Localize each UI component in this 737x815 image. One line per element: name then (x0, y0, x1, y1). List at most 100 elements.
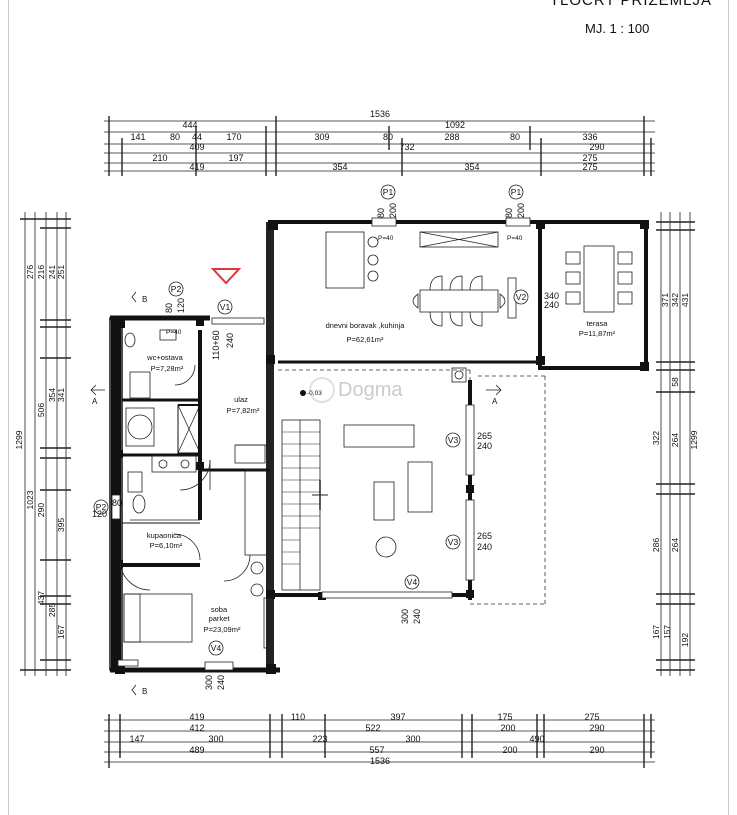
sill-label: P=40 (507, 235, 523, 242)
dim-top: 170 (226, 132, 241, 142)
sofa (343, 424, 415, 448)
bed (123, 593, 193, 643)
dim-bottom: 275 (584, 712, 599, 722)
dim-bottom: 397 (390, 712, 405, 722)
level-label: -0,03 (307, 390, 322, 397)
dim-bottom-total: 1536 (370, 756, 390, 766)
dim-right: 264 (670, 538, 680, 552)
sill-labels: P=40 P=40 P=40 (166, 235, 523, 336)
dim-right: 286 (651, 538, 661, 552)
dim-left: 354 (47, 388, 57, 402)
room-labels: dnevni boravak ,kuhinja P=62,61m² terasa… (146, 319, 615, 634)
dim-bottom: 300 (208, 734, 223, 744)
opening-tag: V3 (448, 537, 459, 547)
dim-top: 309 (314, 132, 329, 142)
opening-width: 340 (544, 291, 559, 301)
door-swings (119, 364, 251, 591)
opening-height: 120 (176, 298, 186, 313)
opening-width: 80 (112, 498, 122, 508)
room-area: P=6,10m² (150, 541, 183, 550)
sill-label: P=40 (378, 235, 394, 242)
opening-tag: V2 (516, 292, 527, 302)
dim-top-total: 1536 (370, 109, 390, 119)
dim-right: 264 (670, 433, 680, 447)
section-label: A (492, 397, 498, 406)
double-sink (151, 455, 197, 473)
level-mark: -0,03 (300, 390, 322, 397)
dim-top: 197 (228, 153, 243, 163)
opening-height: 200 (388, 203, 398, 218)
dim-left: 437 (36, 591, 46, 605)
dim-top: 275 (582, 153, 597, 163)
room-area: P=7,28m² (151, 364, 184, 373)
dim-top: 354 (464, 162, 479, 172)
room-subtitle: parket (209, 614, 231, 623)
dim-bottom: 223 (312, 734, 327, 744)
dim-bottom: 110 (291, 712, 305, 722)
watermark-text: Dogma (338, 379, 403, 401)
staircase (234, 419, 328, 591)
dim-right-total: 1299 (689, 430, 699, 449)
opening-tag: V3 (448, 435, 459, 445)
dim-right: 157 (662, 625, 672, 639)
dim-top: 732 (399, 142, 414, 152)
room-name: soba (211, 605, 228, 614)
top-dimension-chains (104, 116, 655, 176)
right-dimension-chains (656, 212, 695, 676)
dim-bottom: 290 (589, 745, 604, 755)
room-area: P=62,61m² (347, 335, 384, 344)
dim-top: 409 (189, 142, 204, 152)
opening-width: 300 (400, 609, 410, 624)
opening-height: 120 (92, 509, 107, 519)
opening-height: 240 (477, 441, 492, 451)
dim-top: 419 (189, 162, 204, 172)
room-name: terasa (587, 319, 609, 328)
section-labels: A A B B (92, 295, 498, 696)
dim-top: 44 (192, 132, 202, 142)
opening-height: 240 (544, 300, 559, 310)
dim-right: 167 (651, 625, 661, 639)
dim-top: 210 (152, 153, 167, 163)
dim-bottom: 200 (500, 723, 515, 733)
dim-left: 241 (47, 265, 57, 279)
dim-top: 1092 (445, 120, 465, 130)
room-area: P=7,82m² (227, 406, 260, 415)
dim-right: 192 (680, 633, 690, 647)
opening-tag-labels: P1 P1 P2 P2 V1 V2 V3 V3 V4 V4 (96, 187, 527, 653)
dim-left: 276 (25, 265, 35, 279)
armchair (375, 536, 397, 558)
dim-top: 290 (589, 142, 604, 152)
dim-top: 336 (582, 132, 597, 142)
dim-left: 1023 (25, 490, 35, 509)
dim-bottom: 300 (405, 734, 420, 744)
dim-top: 288 (444, 132, 459, 142)
bottom-dimension-chains (104, 714, 655, 768)
opening-tag: P1 (511, 187, 522, 197)
dim-left: 216 (36, 265, 46, 279)
furniture (123, 231, 633, 649)
room-area: P=11,87m² (579, 329, 616, 338)
dim-right: 371 (660, 293, 670, 307)
room-name: dnevni boravak ,kuhinja (326, 321, 406, 330)
dim-bottom: 419 (189, 712, 204, 722)
dim-left: 290 (36, 503, 46, 517)
left-dimension-labels: 276 216 241 251 506 354 341 1023 290 395… (14, 265, 66, 639)
left-dimension-chains (20, 212, 71, 676)
dim-top: 80 (383, 132, 393, 142)
right-dimension-labels: 371 342 431 58 322 264 1299 286 264 167 … (651, 293, 699, 647)
terrace-table (583, 245, 615, 313)
section-markers (90, 291, 502, 696)
opening-tag: V1 (220, 302, 231, 312)
opening-width: 80 (376, 208, 386, 218)
opening-height: 240 (477, 542, 492, 552)
dim-bottom: 147 (129, 734, 144, 744)
watermark-logo: Dogma (309, 377, 403, 403)
dim-right: 431 (680, 293, 690, 307)
entrance-marker-icon (210, 268, 242, 285)
drawing-sheet (8, 0, 729, 815)
opening-height: 240 (216, 675, 226, 690)
dim-bottom: 200 (502, 745, 517, 755)
opening-width: 80 (504, 208, 514, 218)
coffee-table (373, 481, 395, 521)
